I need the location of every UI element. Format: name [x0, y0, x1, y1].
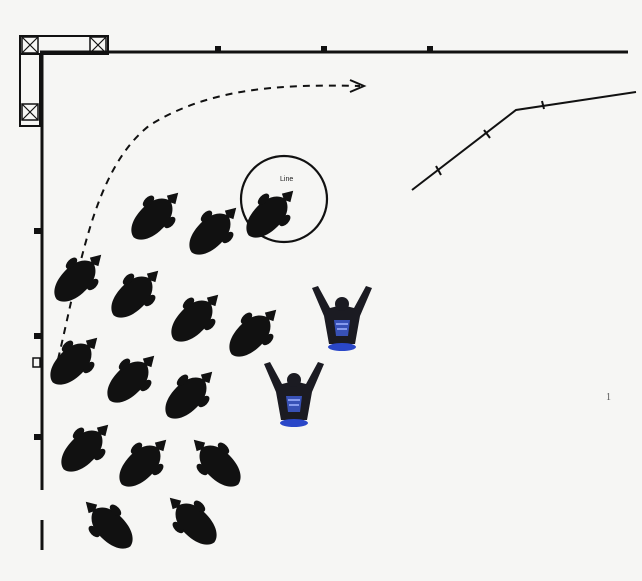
formation-player	[50, 411, 122, 483]
formation-player	[156, 484, 228, 556]
formation-player	[72, 488, 144, 560]
formation-player	[100, 257, 172, 329]
page-mark: 1	[606, 392, 611, 403]
formation-player	[160, 281, 232, 353]
court-boundary	[40, 50, 628, 490]
formation-player	[235, 177, 307, 249]
offense-player	[263, 361, 325, 428]
offense-player	[311, 285, 373, 352]
formation-player	[154, 358, 226, 430]
formation-player	[120, 179, 192, 251]
boundary-ticks	[32, 46, 433, 550]
formation-player	[43, 241, 115, 313]
wedge-line	[411, 91, 637, 191]
movement-arrow	[54, 79, 367, 373]
formation-player	[108, 426, 180, 498]
formation-player	[39, 324, 111, 396]
formation-player	[180, 426, 252, 498]
formation-player	[178, 194, 250, 266]
formation-player	[218, 296, 290, 368]
leader-label: Line	[280, 176, 293, 183]
corner-boxes	[19, 35, 109, 127]
leader-circle	[239, 154, 329, 244]
formation-player	[96, 342, 168, 414]
